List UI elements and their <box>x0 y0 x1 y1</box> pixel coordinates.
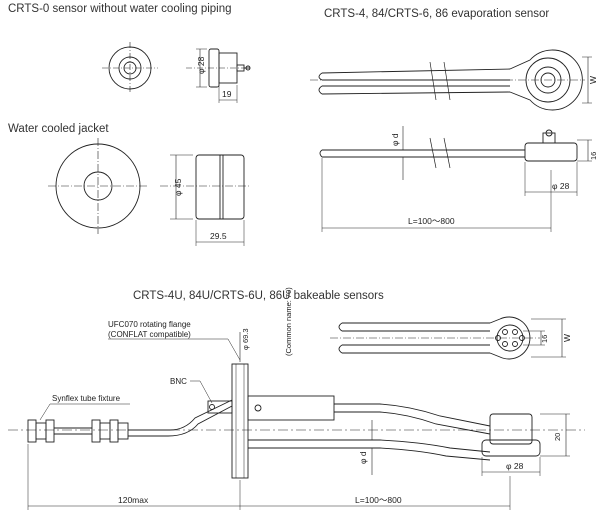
dim-phi69-3: φ 69.3 <box>241 328 250 350</box>
dim-common-name: (Common name: 70) <box>284 287 293 356</box>
evap-top-view <box>310 49 592 111</box>
bake-side-view <box>8 332 585 510</box>
dim-20: 20 <box>553 433 562 441</box>
title-evaporation: CRTS-4, 84/CRTS-6, 86 evaporation sensor <box>324 8 550 20</box>
crts0-front-view <box>102 42 158 94</box>
callout-flange-line2: (CONFLAT compatible) <box>108 330 191 339</box>
dim-w-evap: W <box>588 76 596 84</box>
dim-phi28-evap: φ 28 <box>552 181 570 191</box>
dim-16-evap: 16 <box>589 152 596 160</box>
dim-16-bake: 16 <box>540 335 549 343</box>
callout-bnc: BNC <box>170 377 187 386</box>
title-water-jacket: Water cooled jacket <box>8 123 109 135</box>
title-bakeable: CRTS-4U, 84U/CRTS-6U, 86U bakeable senso… <box>133 290 384 302</box>
dim-phi-d-evap: φ d <box>390 133 400 146</box>
dim-length-evap: L=100～800 <box>408 216 455 226</box>
jacket-side-view <box>160 154 250 246</box>
crts0-side-view <box>186 48 251 103</box>
callout-flange-line1: UFC070 rotating flange <box>108 320 191 329</box>
dim-length-bake: L=100～800 <box>355 495 402 505</box>
dim-phi45: φ 45 <box>173 178 183 196</box>
bake-top-view <box>330 316 566 360</box>
dim-29-5: 29.5 <box>210 231 227 241</box>
callout-synflex: Synflex tube fixture <box>52 394 121 403</box>
jacket-front-view <box>48 138 148 234</box>
title-crts0: CRTS-0 sensor without water cooling pipi… <box>8 3 232 15</box>
dim-phi28-bake: φ 28 <box>506 461 524 471</box>
dim-phi28-crts0: φ 28 <box>196 56 206 74</box>
dim-phi-d-bake: φ d <box>358 451 368 464</box>
evap-side-view <box>319 126 592 232</box>
dim-w-bake: W <box>562 334 572 342</box>
dim-19: 19 <box>222 89 232 99</box>
dim-120max: 120max <box>118 495 149 505</box>
